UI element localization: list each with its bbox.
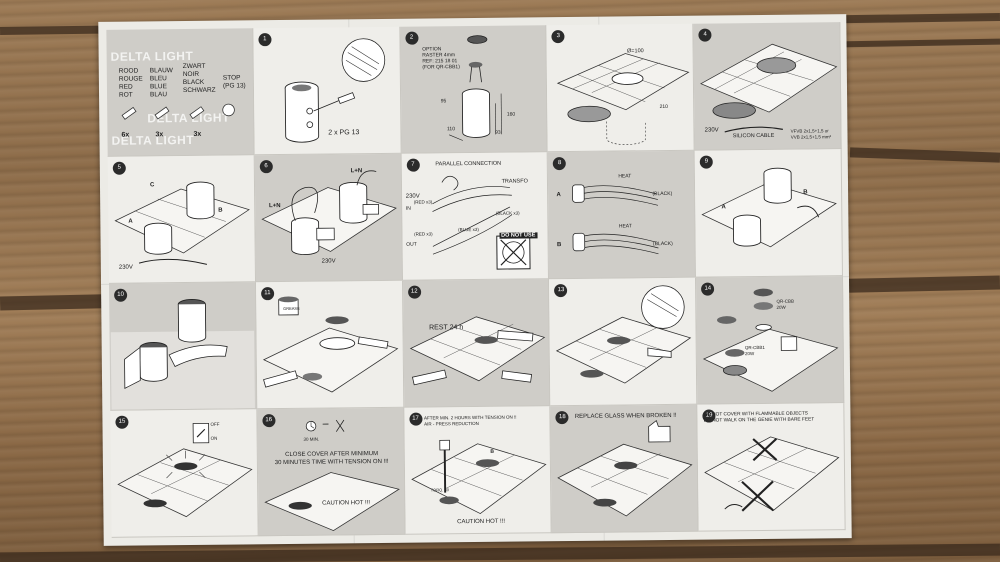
wire-color-label: (BLACK) bbox=[652, 190, 673, 198]
wire-label: B bbox=[218, 207, 223, 214]
heat-label: HEAT bbox=[618, 223, 632, 230]
rest-level-illustration bbox=[409, 316, 545, 386]
floor-cutout-illustration bbox=[557, 53, 690, 145]
wire-pieces-illustration bbox=[121, 103, 235, 120]
wiring-illustration bbox=[261, 170, 397, 256]
step-label: B bbox=[556, 242, 562, 249]
out-label: OUT bbox=[406, 241, 417, 248]
panel-step-15: 15 OFF ON bbox=[110, 409, 259, 538]
instruction-sheet: DELTA LIGHT DELTA LIGHT DELTA LIGHT ROOD… bbox=[98, 14, 852, 546]
dimension-label: 95 bbox=[440, 98, 447, 105]
quantity-label: 3x bbox=[193, 130, 202, 138]
panel-step-12: 12 REST 24 h bbox=[402, 279, 551, 408]
dimension-label: 93 bbox=[495, 129, 501, 136]
instruction-grid: DELTA LIGHT DELTA LIGHT DELTA LIGHT ROOD… bbox=[106, 22, 846, 538]
quantity-label: 3x bbox=[155, 131, 164, 139]
panel-step-11: 11 GREASE bbox=[255, 280, 404, 410]
housing-install-illustration bbox=[114, 181, 250, 265]
time-label: 30 MIN. bbox=[303, 436, 320, 442]
torque-label: TORQ. 40 bbox=[430, 487, 449, 493]
wire-label: L+N bbox=[350, 168, 363, 175]
panel-step-9: 9 A B bbox=[694, 149, 843, 278]
panel-step-6: 6 L+N L+N 230V bbox=[254, 153, 403, 283]
step-label: B bbox=[490, 448, 495, 455]
panel-color-legend: DELTA LIGHT DELTA LIGHT DELTA LIGHT ROOD… bbox=[106, 28, 255, 157]
close-cover-illustration bbox=[264, 419, 400, 532]
wire-label: C bbox=[149, 182, 155, 189]
wire-color-label: (BLUE x3) bbox=[458, 226, 479, 233]
rest-label: REST 24 h bbox=[429, 324, 464, 332]
panel-step-8: 8 A B HEAT HEAT (BLACK) (BLACK) bbox=[548, 150, 697, 280]
parallel-wiring-diagram bbox=[431, 175, 531, 270]
panel-step-1: 1 2 x PG 13 bbox=[253, 26, 402, 156]
dimension-label: 210 bbox=[659, 103, 668, 111]
panel-step-18: 18 REPLACE GLASS WHEN BROKEN !! bbox=[550, 404, 699, 534]
panel-step-10: 10 bbox=[109, 282, 258, 411]
switch-on-illustration bbox=[117, 422, 253, 518]
switch-on-label: ON bbox=[210, 435, 218, 441]
lamp-options-illustration bbox=[703, 288, 839, 392]
caution-hot-label: CAUTION HOT !!! bbox=[322, 500, 371, 507]
cable-routing-illustration bbox=[700, 43, 838, 133]
dimension-label: 110 bbox=[446, 126, 456, 133]
torque-illustration bbox=[410, 439, 547, 515]
voltage-label: 230V bbox=[704, 127, 719, 134]
panel-step-17: 17 AFTER MIN. 2 HOURS WITH TENSION ON !!… bbox=[403, 406, 553, 535]
heat-shrink-illustration bbox=[572, 184, 659, 255]
dimension-label: 160 bbox=[506, 111, 516, 118]
step-label: A bbox=[721, 204, 726, 211]
wire-color-label: (BLACK) bbox=[652, 240, 673, 248]
wire-color-label: (RED x3) bbox=[414, 231, 433, 237]
panel-step-13: 13 bbox=[549, 277, 698, 407]
step-label: B bbox=[803, 189, 808, 196]
voltage-label: 230V bbox=[118, 264, 133, 271]
heat-label: HEAT bbox=[618, 173, 632, 180]
housing-cable-gland-illustration bbox=[284, 38, 385, 143]
wire-color-label: (RED x3) bbox=[413, 199, 433, 205]
panel-step-3: 3 Ø=100 210 bbox=[546, 23, 695, 153]
safety-warning-illustration bbox=[704, 436, 840, 512]
grease-seal-illustration bbox=[262, 296, 399, 393]
voltage-label: 230V bbox=[321, 258, 336, 265]
panel-step-5: 5 230V A B C bbox=[107, 155, 256, 284]
diameter-label: Ø=100 bbox=[626, 48, 644, 55]
step-label: A bbox=[556, 192, 561, 199]
grease-label: GREASE bbox=[283, 305, 300, 312]
wire-label: A bbox=[128, 218, 133, 225]
panel-step-7-parallel-connection: 7 PARALLEL CONNECTION 230V IN OUT TRANSF… bbox=[401, 152, 550, 281]
transfo-label: TRANSFO bbox=[501, 178, 528, 185]
wire-color-label: (BLACK x3) bbox=[495, 210, 520, 216]
caution-hot-label: CAUTION HOT !!! bbox=[457, 518, 506, 526]
thumbs-up-illustration bbox=[557, 419, 693, 517]
quantity-label: 6x bbox=[121, 131, 130, 139]
cable-label: SILICON CABLE bbox=[732, 132, 775, 140]
gland-label: 2 x PG 13 bbox=[328, 129, 360, 137]
in-label: IN bbox=[405, 205, 411, 212]
hand-install-illustration bbox=[110, 299, 255, 410]
wire-label: L+N bbox=[268, 203, 281, 210]
switch-off-label: OFF bbox=[210, 421, 220, 427]
do-not-use-warning: DO NOT USE bbox=[499, 232, 538, 239]
insert-housing-illustration bbox=[701, 167, 838, 248]
housing-dimensions-illustration bbox=[448, 35, 502, 141]
glass-cleaning-illustration bbox=[556, 285, 692, 384]
